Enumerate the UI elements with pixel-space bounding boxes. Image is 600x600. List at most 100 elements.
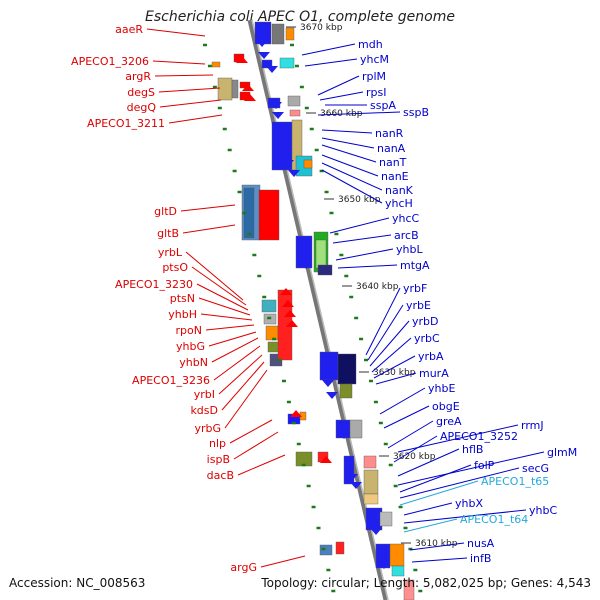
scale-label: 3670 kbp bbox=[300, 23, 343, 33]
gene-label-right: sspA bbox=[370, 99, 396, 112]
gene-block bbox=[391, 565, 405, 577]
gene-arrow bbox=[378, 562, 390, 569]
gene-arrow bbox=[346, 474, 358, 481]
label-leaders bbox=[146, 28, 545, 568]
gene-label-left: yrbL bbox=[158, 246, 183, 259]
gene-label-right: sspB bbox=[403, 106, 429, 119]
leader-line-right bbox=[403, 502, 453, 516]
gene-label-left: argG bbox=[230, 561, 257, 574]
gene-label-right: yhcC bbox=[392, 212, 420, 225]
gene-labels: aaeRAPECO1_3206argRdegSdegQAPECO1_3211gl… bbox=[71, 23, 577, 574]
leader-line-left bbox=[218, 354, 263, 395]
gene-block bbox=[335, 541, 345, 555]
leader-line-left bbox=[229, 419, 273, 444]
gene-block bbox=[403, 579, 415, 600]
leader-line-right bbox=[337, 264, 398, 269]
scale-label: 3630 kbp bbox=[373, 368, 416, 378]
gene-label-right: APECO1_3252 bbox=[440, 430, 518, 443]
gene-block bbox=[295, 235, 313, 269]
gene-arrow bbox=[286, 320, 298, 327]
leader-line-left bbox=[200, 313, 253, 321]
gene-arrow bbox=[322, 380, 334, 387]
gene-block bbox=[279, 57, 295, 69]
leader-line-right bbox=[319, 91, 364, 101]
gene-arrow bbox=[258, 52, 270, 59]
gene-block bbox=[265, 325, 279, 341]
gene-arrow bbox=[370, 528, 382, 535]
leader-line-left bbox=[221, 361, 265, 411]
leader-line-right bbox=[365, 287, 401, 356]
gene-arrow bbox=[272, 112, 284, 119]
gene-block bbox=[363, 469, 379, 495]
leader-line-left bbox=[185, 251, 244, 301]
gene-arrow bbox=[282, 160, 294, 167]
leader-line-right bbox=[321, 162, 383, 191]
leader-line-right bbox=[321, 129, 373, 134]
leader-line-right bbox=[301, 43, 356, 56]
gene-arrow bbox=[278, 140, 290, 147]
gene-arrow bbox=[284, 310, 296, 317]
scale-label: 3650 kbp bbox=[338, 195, 381, 205]
gene-block bbox=[261, 299, 277, 313]
leader-line-right bbox=[321, 154, 379, 177]
leader-line-right bbox=[375, 372, 417, 385]
topology-text: Topology: circular; Length: 5,082,025 bp… bbox=[261, 576, 591, 590]
leader-line-left bbox=[198, 297, 251, 316]
gene-arrow bbox=[276, 130, 288, 137]
leader-line-right bbox=[369, 320, 410, 367]
leader-line-left bbox=[208, 331, 257, 347]
gene-arrow bbox=[300, 262, 312, 269]
gene-label-right: yrbA bbox=[418, 350, 444, 363]
gene-label-right: APECO1_t64 bbox=[460, 513, 528, 526]
gene-label-left: APECO1_3230 bbox=[115, 278, 193, 291]
leader-line-right bbox=[321, 144, 377, 163]
leader-line-left bbox=[168, 114, 223, 124]
gene-label-left: ptsN bbox=[170, 292, 195, 305]
gene-block bbox=[287, 95, 301, 107]
gene-block bbox=[317, 264, 333, 276]
gene-label-left: gltB bbox=[157, 227, 179, 240]
leader-line-left bbox=[205, 324, 255, 331]
gene-label-right: yrbE bbox=[406, 299, 431, 312]
leader-line-left bbox=[180, 204, 236, 212]
leader-line-left bbox=[146, 28, 206, 37]
leader-line-right bbox=[317, 75, 360, 96]
leader-line-right bbox=[379, 387, 426, 415]
leader-line-left bbox=[237, 454, 286, 476]
gene-arrow bbox=[270, 102, 282, 109]
gene-label-right: folP bbox=[474, 459, 495, 472]
leader-line-right bbox=[403, 509, 527, 524]
gene-label-right: yhbE bbox=[428, 382, 455, 395]
gene-arrow bbox=[280, 150, 292, 157]
gene-arrow bbox=[350, 482, 362, 489]
gene-arrow bbox=[338, 432, 350, 439]
gene-arrow bbox=[266, 66, 278, 73]
leader-line-right bbox=[393, 435, 438, 463]
leader-line-left bbox=[213, 345, 261, 381]
gene-arrow bbox=[242, 84, 254, 91]
gene-label-left: kdsD bbox=[190, 404, 218, 417]
leader-line-right bbox=[399, 467, 520, 499]
gene-arrow bbox=[290, 410, 302, 417]
gene-label-left: yrbI bbox=[194, 388, 215, 401]
gene-block bbox=[343, 455, 355, 485]
gene-features bbox=[211, 21, 415, 600]
gene-label-left: aaeR bbox=[115, 23, 143, 36]
leader-line-right bbox=[397, 448, 460, 477]
leader-line-left bbox=[233, 431, 279, 460]
gene-block bbox=[363, 455, 377, 469]
gene-label-left: gltD bbox=[154, 205, 177, 218]
leader-line-left bbox=[224, 369, 268, 429]
leader-line-right bbox=[409, 542, 465, 551]
leader-line-left bbox=[182, 224, 236, 234]
gene-label-right: mdh bbox=[358, 38, 383, 51]
gene-label-right: glmM bbox=[547, 446, 577, 459]
gene-block bbox=[289, 109, 301, 117]
gene-block bbox=[211, 61, 221, 68]
gene-block bbox=[271, 23, 285, 45]
gene-label-left: yhbN bbox=[179, 356, 208, 369]
gene-label-right: yhbX bbox=[455, 497, 483, 510]
gene-block bbox=[319, 544, 333, 556]
leader-line-left bbox=[159, 99, 222, 108]
leader-line-right bbox=[403, 518, 458, 533]
